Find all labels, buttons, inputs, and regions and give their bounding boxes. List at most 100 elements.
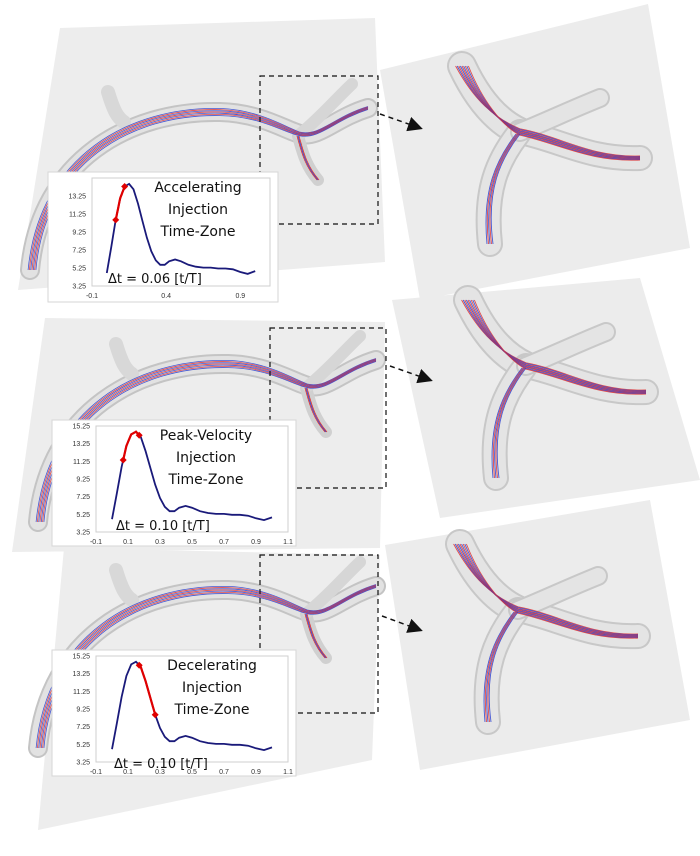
y-tick-label: 11.25 — [73, 689, 90, 696]
x-tick-label: 0.3 — [155, 539, 165, 546]
vessel-models-zoomed — [445, 51, 659, 735]
delta-t-label: Δt = 0.10 [t/T] — [114, 757, 208, 772]
streamline — [489, 133, 520, 245]
injection-marker — [151, 711, 159, 719]
zoom-box-2 — [269, 327, 387, 489]
y-tick-label: 9.25 — [76, 707, 90, 714]
streamline — [306, 613, 328, 659]
x-tick-label: 0.5 — [187, 539, 197, 546]
y-tick-label: 15.25 — [72, 424, 90, 431]
waveform-curve — [111, 660, 273, 752]
x-tick-label: 0.7 — [219, 769, 229, 776]
label-line-2: Injection — [168, 202, 228, 218]
injection-highlight — [138, 664, 157, 716]
y-tick-label: 9.25 — [72, 230, 86, 237]
streamline — [297, 135, 319, 181]
injection-highlight — [122, 430, 141, 461]
y-tick-label: 7.25 — [76, 494, 90, 501]
streamline — [304, 613, 326, 659]
streamline — [306, 387, 328, 433]
injection-marker — [112, 216, 120, 224]
delta-t-label: Δt = 0.06 [t/T] — [108, 272, 202, 287]
streamline — [469, 299, 647, 394]
chart-frame — [51, 649, 297, 777]
y-tick-label: 13.25 — [72, 441, 90, 448]
y-tick-label: 13.25 — [72, 671, 90, 678]
streamline — [492, 367, 524, 479]
streamline — [462, 543, 639, 638]
streamline — [473, 299, 647, 395]
y-tick-label: 9.25 — [76, 477, 90, 484]
x-tick-label: -0.1 — [86, 293, 98, 300]
x-tick-label: 0.3 — [155, 769, 165, 776]
zoom-arrow-2 — [389, 365, 433, 384]
injection-marker — [121, 183, 129, 191]
streamline — [488, 133, 519, 245]
streamline — [461, 65, 641, 159]
zoom-arrow-3 — [381, 615, 423, 633]
x-tick-label: 0.4 — [161, 293, 171, 300]
streamline — [465, 543, 639, 639]
zoom-vessel-segment — [510, 568, 606, 618]
vessel-top-branch — [109, 563, 139, 607]
label-line-3: Time-Zone — [168, 472, 244, 488]
chart-frame — [51, 419, 297, 547]
injection-marker — [119, 456, 127, 464]
streamline — [464, 299, 647, 392]
streamline — [459, 543, 639, 637]
streamline — [457, 543, 639, 636]
label-line-3: Time-Zone — [160, 224, 236, 240]
x-tick-label: -0.1 — [90, 539, 102, 546]
streamline — [453, 543, 639, 635]
streamline — [304, 387, 326, 433]
streamline — [305, 613, 327, 659]
x-tick-label: 0.9 — [251, 539, 261, 546]
x-tick-label: 1.1 — [283, 539, 293, 546]
y-tick-label: 7.25 — [76, 724, 90, 731]
zoom-box-3 — [259, 554, 379, 714]
streamline — [467, 65, 641, 161]
y-tick-label: 5.25 — [72, 266, 86, 273]
x-tick-label: 0.9 — [251, 769, 261, 776]
injection-markers — [119, 431, 143, 464]
x-tick-label: -0.1 — [90, 769, 102, 776]
zoom-vessel-segment — [512, 90, 608, 140]
y-tick-label: 11.25 — [73, 459, 90, 466]
zoom-boxes — [259, 75, 387, 714]
y-tick-label: 3.25 — [72, 284, 86, 291]
label-line-1: Decelerating — [167, 658, 257, 674]
zoom-arrows — [379, 113, 433, 633]
y-tick-label: 5.25 — [76, 742, 90, 749]
streamline — [485, 133, 517, 245]
streamline — [462, 299, 647, 391]
streamline — [486, 611, 517, 723]
streamline — [483, 611, 515, 723]
delta-t-label: Δt = 0.10 [t/T] — [116, 519, 210, 534]
x-tick-label: 0.1 — [123, 769, 133, 776]
label-line-1: Accelerating — [154, 180, 241, 196]
streamline — [455, 65, 641, 157]
streamline — [491, 367, 523, 479]
vessel-top-branch — [101, 85, 131, 129]
zoom-arrow-1 — [379, 113, 423, 132]
streamline — [461, 543, 639, 638]
streamline — [465, 299, 647, 392]
vessel-upper-branch — [302, 556, 366, 618]
x-tick-label: 1.1 — [283, 769, 293, 776]
injection-markers — [112, 183, 129, 224]
x-tick-label: 0.1 — [123, 539, 133, 546]
streamline — [496, 367, 527, 479]
plot-area — [95, 655, 289, 763]
streamline — [463, 65, 641, 160]
vessel-top-branch — [109, 337, 139, 381]
y-tick-label: 15.25 — [72, 654, 90, 661]
streamline — [305, 387, 327, 433]
y-tick-label: 5.25 — [76, 512, 90, 519]
streamline — [454, 543, 639, 635]
